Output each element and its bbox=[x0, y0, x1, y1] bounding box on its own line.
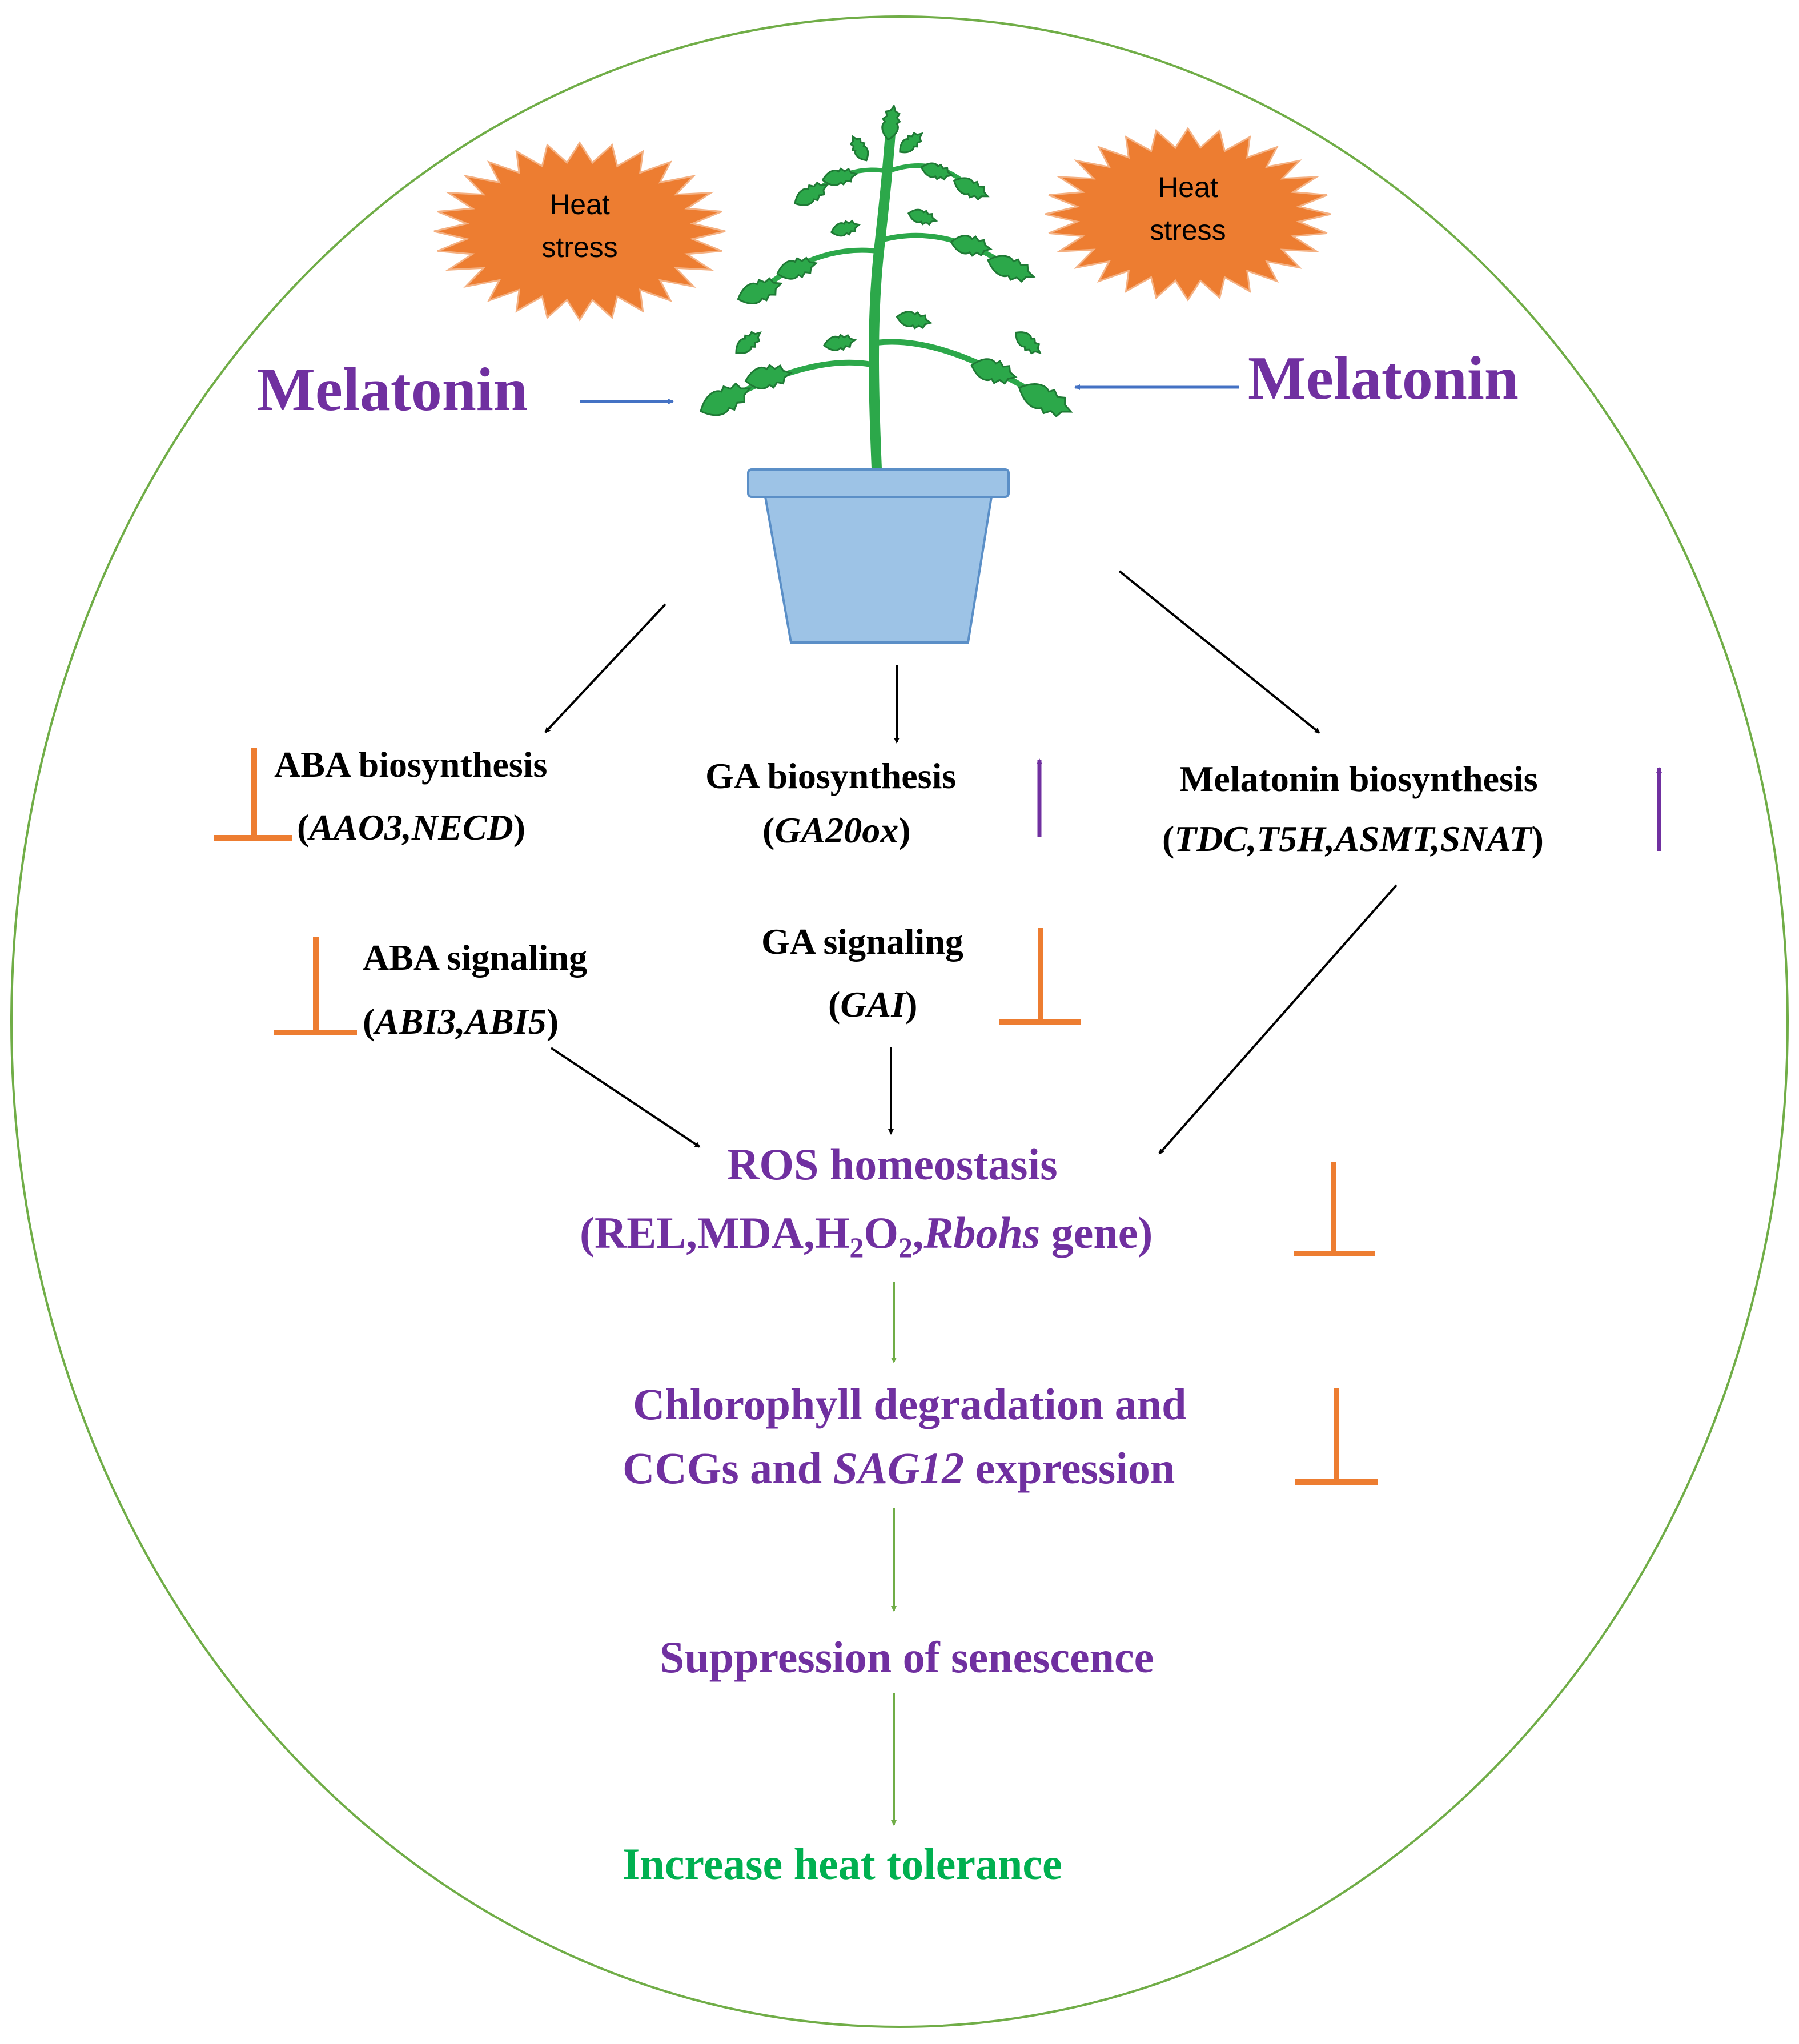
leaf bbox=[737, 277, 783, 304]
heat-stress-left-line1: Heat bbox=[549, 188, 610, 220]
ga-biosynthesis-node: GA biosynthesis (GA20ox) bbox=[705, 756, 1042, 850]
leaf bbox=[1018, 383, 1073, 418]
heat-burst-icon bbox=[1045, 127, 1331, 302]
heat-stress-right-line1: Heat bbox=[1158, 171, 1218, 203]
leaf bbox=[953, 177, 990, 201]
heat-stress-left: Heat stress bbox=[433, 141, 726, 322]
melatonin-biosynthesis-genes: (TDC,T5H,ASMT,SNAT) bbox=[1162, 818, 1544, 859]
leaf bbox=[970, 358, 1018, 385]
aba-signaling-genes: (ABI3,ABI5) bbox=[363, 1001, 559, 1042]
chlorophyll-line2: CCGs and SAG12 expression bbox=[623, 1443, 1175, 1493]
aba-signaling-title: ABA signaling bbox=[363, 937, 587, 978]
leaf bbox=[821, 167, 859, 186]
inhibition-icon bbox=[274, 937, 357, 1035]
aba-biosynthesis-genes: (AAO3,NECD) bbox=[297, 807, 525, 848]
arrow-to-aba-biosynthesis bbox=[544, 603, 666, 733]
leaf bbox=[849, 135, 869, 162]
melatonin-right-label: Melatonin bbox=[1248, 344, 1519, 412]
leaf bbox=[794, 181, 829, 206]
melatonin-biosynthesis-title: Melatonin biosynthesis bbox=[1179, 758, 1538, 799]
ga-signaling-title: GA signaling bbox=[761, 921, 963, 962]
arrow-melatonin-to-ros bbox=[1158, 884, 1398, 1155]
chlorophyll-node: Chlorophyll degradation and CCGs and SAG… bbox=[623, 1379, 1378, 1493]
heat-stress-right-line2: stress bbox=[1150, 214, 1226, 246]
potted-plant-icon bbox=[700, 104, 1073, 644]
leaf bbox=[881, 104, 901, 141]
leaf bbox=[735, 331, 762, 354]
ga-signaling-genes: (GAI) bbox=[828, 984, 917, 1025]
ga-signaling-node: GA signaling (GAI) bbox=[761, 921, 1081, 1025]
inhibition-icon bbox=[1295, 1388, 1378, 1485]
leaf bbox=[744, 364, 793, 389]
ros-homeostasis-node: ROS homeostasis (REL,MDA,H2O2,Rbohs gene… bbox=[580, 1139, 1375, 1263]
arrow-to-melatonin-biosynthesis bbox=[1118, 570, 1320, 734]
heat-burst-icon bbox=[433, 141, 726, 322]
chlorophyll-line1: Chlorophyll degradation and bbox=[633, 1379, 1186, 1429]
aba-biosynthesis-node: ABA biosynthesis (AAO3,NECD) bbox=[214, 744, 547, 848]
aba-biosynthesis-title: ABA biosynthesis bbox=[274, 744, 547, 785]
inhibition-icon bbox=[999, 928, 1081, 1025]
aba-signaling-node: ABA signaling (ABI3,ABI5) bbox=[274, 937, 587, 1042]
leaf bbox=[776, 256, 818, 280]
leaf bbox=[987, 255, 1036, 283]
outer-ellipse bbox=[10, 15, 1789, 2028]
leaf bbox=[822, 334, 857, 351]
leaf bbox=[899, 132, 923, 154]
leaf bbox=[896, 311, 933, 330]
melatonin-biosynthesis-node: Melatonin biosynthesis (TDC,T5H,ASMT,SNA… bbox=[1162, 758, 1662, 859]
suppression-of-senescence: Suppression of senescence bbox=[660, 1632, 1154, 1682]
ros-homeostasis-detail: (REL,MDA,H2O2,Rbohs gene) bbox=[580, 1208, 1153, 1263]
leaf bbox=[1015, 331, 1042, 355]
inhibition-icon bbox=[1294, 1162, 1375, 1256]
leaf bbox=[907, 208, 938, 226]
increase-heat-tolerance: Increase heat tolerance bbox=[623, 1839, 1062, 1889]
inhibition-icon bbox=[214, 748, 292, 841]
ga-biosynthesis-genes: (GA20ox) bbox=[762, 810, 911, 850]
leaf bbox=[920, 162, 954, 181]
leaf bbox=[950, 235, 993, 257]
heat-stress-left-line2: stress bbox=[541, 231, 617, 263]
ga-biosynthesis-title: GA biosynthesis bbox=[705, 756, 956, 796]
leaf bbox=[700, 382, 752, 416]
heat-stress-right: Heat stress bbox=[1045, 127, 1331, 302]
ros-homeostasis-title: ROS homeostasis bbox=[727, 1139, 1058, 1189]
arrow-aba-signaling-to-ros bbox=[550, 1047, 701, 1148]
leaf bbox=[830, 219, 861, 237]
melatonin-left-label: Melatonin bbox=[257, 356, 528, 424]
